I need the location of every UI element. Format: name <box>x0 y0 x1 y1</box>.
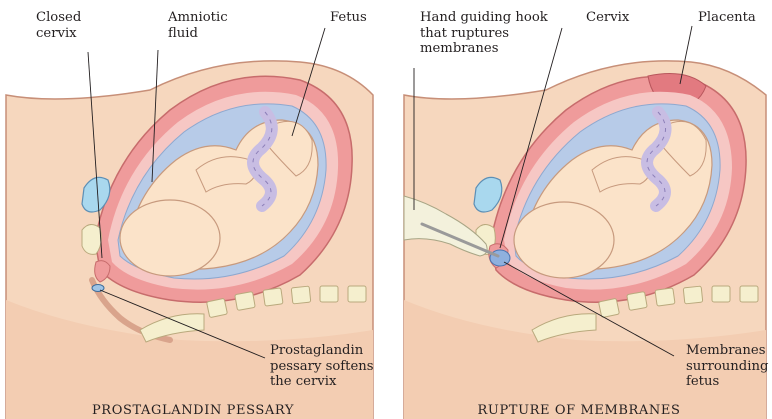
caption-prostaglandin-pessary: PROSTAGLANDIN PESSARY <box>0 403 386 418</box>
fetus-head <box>514 202 614 278</box>
label-closed-cervix: Closed cervix <box>36 10 81 41</box>
fetus-head <box>120 200 220 276</box>
panel-rupture-of-membranes: Hand guiding hook that ruptures membrane… <box>386 0 772 419</box>
panel-prostaglandin-pessary: Closed cervix Amniotic fluid Fetus Prost… <box>0 0 386 419</box>
label-cervix: Cervix <box>586 10 629 26</box>
label-prostaglandin-pessary: Prostaglandin pessary softens the cervix <box>270 343 374 390</box>
label-fetus: Fetus <box>330 10 367 26</box>
label-amniotic-fluid: Amniotic fluid <box>168 10 228 41</box>
label-hand-guiding-hook: Hand guiding hook that ruptures membrane… <box>420 10 548 57</box>
pubic-bone <box>82 224 101 254</box>
label-placenta: Placenta <box>698 10 756 26</box>
label-membranes-surrounding-fetus: Membranes surrounding fetus <box>686 343 768 390</box>
caption-rupture-of-membranes: RUPTURE OF MEMBRANES <box>386 403 772 418</box>
